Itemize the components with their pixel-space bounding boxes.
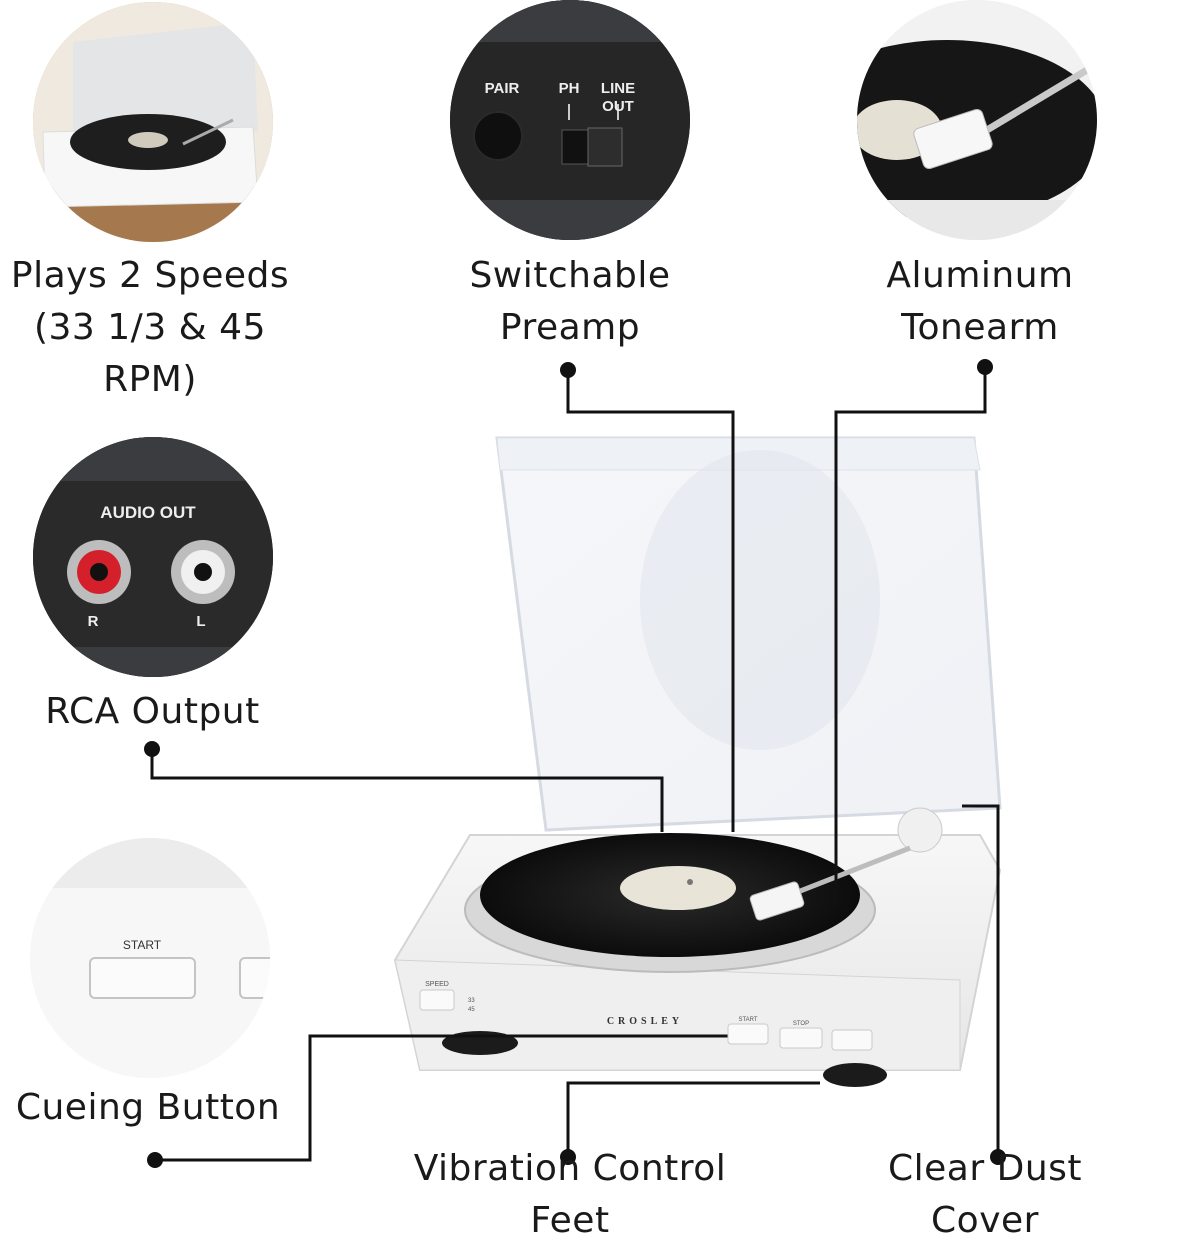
tonearm-label-line2: Tonearm xyxy=(901,307,1059,348)
connector-dots xyxy=(144,359,1006,1168)
feet-connector xyxy=(566,1081,820,1155)
preamp-photo xyxy=(450,0,690,240)
record-label xyxy=(620,866,736,910)
rca-connector xyxy=(150,752,664,832)
feet-label-line1: Vibration Control Feet xyxy=(413,1148,727,1241)
preamp-photo-circle: PAIR PH LINE OUT xyxy=(450,0,690,240)
audio-out-photo xyxy=(33,437,273,677)
illustration-canvas: SPEED 33 45 CROSLEY START STOP xyxy=(144,359,1006,1168)
preamp-label: Switchable Preamp xyxy=(420,250,720,354)
dust-cover xyxy=(495,436,1002,832)
stop-text: STOP xyxy=(793,1021,809,1027)
speed-33-text: 33 xyxy=(468,998,475,1004)
rca-label: RCA Output xyxy=(0,686,305,738)
platter xyxy=(464,833,876,973)
cueing-photo-circle: START xyxy=(30,838,270,1078)
rca-label-line1: RCA Output xyxy=(45,691,260,732)
tonearm-label-line1: Aluminum xyxy=(886,255,1074,296)
speeds-label-line2: (33 1/3 & 45 RPM) xyxy=(33,307,266,400)
brand-logo: CROSLEY xyxy=(607,1016,683,1027)
out-label: OUT xyxy=(602,98,634,115)
tonearm-label: Aluminum Tonearm xyxy=(830,250,1130,354)
speeds-label: Plays 2 Speeds (33 1/3 & 45 RPM) xyxy=(0,250,300,406)
speed-button xyxy=(419,989,455,1011)
cueing-connector xyxy=(155,1034,740,1162)
start-text: START xyxy=(738,1017,757,1023)
cueing-photo xyxy=(30,838,270,1078)
audio-out-title: AUDIO OUT xyxy=(100,503,196,522)
speeds-photo-circle xyxy=(33,2,273,242)
preamp-label-line2: Preamp xyxy=(499,307,641,348)
cover-label-line1: Clear Dust Cover xyxy=(888,1148,1082,1241)
feet-label: Vibration Control Feet xyxy=(380,1143,760,1247)
line-out-switch xyxy=(587,127,623,167)
cueing-label-line1: Cueing Button xyxy=(15,1087,281,1128)
ph-label: PH xyxy=(558,80,580,97)
stop-button xyxy=(779,1027,823,1049)
cue-start-label: START xyxy=(122,938,162,952)
preamp-label-line1: Switchable xyxy=(469,255,671,296)
line-label: LINE xyxy=(600,80,636,97)
ph-switch-slot xyxy=(561,129,593,165)
tonearm-photo-circle xyxy=(857,0,1097,240)
tonearm-connector xyxy=(834,368,987,900)
cover-label: Clear Dust Cover xyxy=(840,1143,1130,1247)
front-panel: SPEED 33 45 CROSLEY START STOP xyxy=(419,981,873,1051)
rca-right-label: R xyxy=(87,613,99,630)
pair-button xyxy=(473,111,523,161)
speeds-label-line1: Plays 2 Speeds xyxy=(10,255,290,296)
cue-buttons xyxy=(831,1029,873,1051)
tonearm-photo xyxy=(857,0,1097,240)
audio-out-photo-circle: AUDIO OUT R L xyxy=(33,437,273,677)
pair-label: PAIR xyxy=(484,80,520,97)
tonearm xyxy=(749,807,943,921)
rca-left-label: L xyxy=(196,613,206,630)
start-button xyxy=(727,1023,769,1045)
preamp-connector xyxy=(566,372,735,832)
connector-lines xyxy=(150,368,1000,1162)
speed-45-text: 45 xyxy=(468,1007,475,1013)
cueing-label: Cueing Button xyxy=(0,1082,296,1134)
start-button-closeup xyxy=(89,957,196,999)
foot-right xyxy=(823,1063,887,1087)
cover-connector xyxy=(962,804,1000,1155)
speeds-photo xyxy=(33,2,273,242)
speed-text: SPEED xyxy=(425,981,449,988)
